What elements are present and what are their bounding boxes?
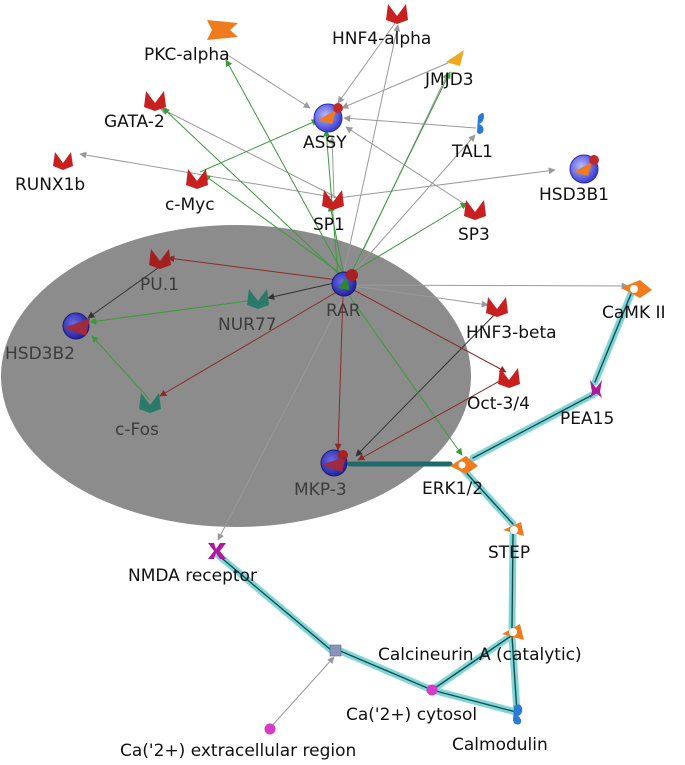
oct-3-4-node[interactable]: [498, 368, 520, 388]
label-gata-2: GATA-2: [104, 112, 165, 132]
label-assy: ASSY: [303, 133, 347, 153]
label-sp1: SP1: [313, 215, 345, 235]
label-mkp-3: MKP-3: [294, 480, 347, 500]
label-oct-3-4: Oct-3/4: [467, 394, 530, 414]
inhibition-edges: [159, 255, 507, 461]
label-pkc-alpha: PKC-alpha: [144, 45, 230, 65]
label-hnf3-beta: HNF3-beta: [466, 323, 557, 343]
hnf4-alpha-node[interactable]: [386, 4, 408, 24]
label-jmjd3: JMJD3: [424, 70, 474, 90]
label-sp3: SP3: [458, 225, 490, 245]
pea15-node[interactable]: [590, 380, 602, 398]
runx1b-node[interactable]: [53, 152, 73, 170]
hsd3b1-node[interactable]: [569, 154, 599, 184]
rar-node[interactable]: [331, 269, 358, 297]
label-tal1: TAL1: [451, 142, 493, 162]
calmodulin-node[interactable]: [513, 704, 523, 725]
gata-2-node[interactable]: [144, 91, 166, 111]
dark-edges: [87, 267, 499, 457]
label-nmda-receptor: NMDA receptor: [128, 566, 257, 586]
hnf3-beta-node[interactable]: [486, 297, 508, 317]
hsd3b2-node[interactable]: [62, 312, 90, 340]
pkc-alpha-node[interactable]: [207, 20, 238, 40]
nmda-receptor-node[interactable]: [208, 543, 226, 559]
assy-node[interactable]: [313, 103, 343, 133]
label-calcineurin-a: Calcineurin A (catalytic): [378, 645, 582, 665]
label-step: STEP: [488, 543, 530, 563]
nur77-node[interactable]: [247, 289, 269, 309]
labels: HNF4-alpha PKC-alpha JMJD3 GATA-2 ASSY T…: [5, 29, 666, 761]
step-node[interactable]: [503, 522, 524, 536]
c-fos-node[interactable]: [139, 393, 161, 413]
tal1-node[interactable]: [477, 113, 484, 134]
mkp-3-node[interactable]: [320, 449, 348, 477]
label-hsd3b2: HSD3B2: [5, 344, 75, 364]
camk-ii-node[interactable]: [621, 280, 652, 298]
label-rar: RAR: [326, 301, 361, 321]
c-myc-node[interactable]: [186, 169, 208, 189]
jmjd3-node[interactable]: [446, 50, 464, 66]
cluster-ellipse: [1, 225, 471, 527]
calcineurin-a-node[interactable]: [502, 624, 524, 640]
label-c-fos: c-Fos: [115, 420, 159, 440]
label-pu-1: PU.1: [140, 275, 179, 295]
label-runx1b: RUNX1b: [15, 175, 85, 195]
label-pea15: PEA15: [560, 409, 614, 429]
label-nur77: NUR77: [218, 315, 277, 335]
sp3-node[interactable]: [464, 200, 486, 220]
label-camk-ii: CaMK II: [602, 303, 666, 323]
activation-edges: [89, 59, 468, 456]
label-c-myc: c-Myc: [165, 195, 215, 215]
label-hnf4-alpha: HNF4-alpha: [332, 29, 431, 49]
neutral-edges: [79, 18, 629, 729]
ca-extracellular-node[interactable]: [264, 723, 276, 735]
erk1-2-node[interactable]: [450, 456, 478, 474]
label-calmodulin: Calmodulin: [452, 735, 548, 755]
ca-cytosol-node[interactable]: [426, 684, 438, 696]
pu-1-node[interactable]: [149, 249, 171, 269]
sp1-node[interactable]: [322, 190, 344, 210]
label-ca-cytosol: Ca('2+) cytosol: [346, 705, 477, 725]
label-hsd3b1: HSD3B1: [539, 185, 609, 205]
label-erk1-2: ERK1/2: [422, 479, 483, 499]
highlight-paths: [214, 290, 635, 717]
complex-node[interactable]: [329, 644, 342, 657]
label-ca-extracellular: Ca('2+) extracellular region: [120, 741, 356, 761]
